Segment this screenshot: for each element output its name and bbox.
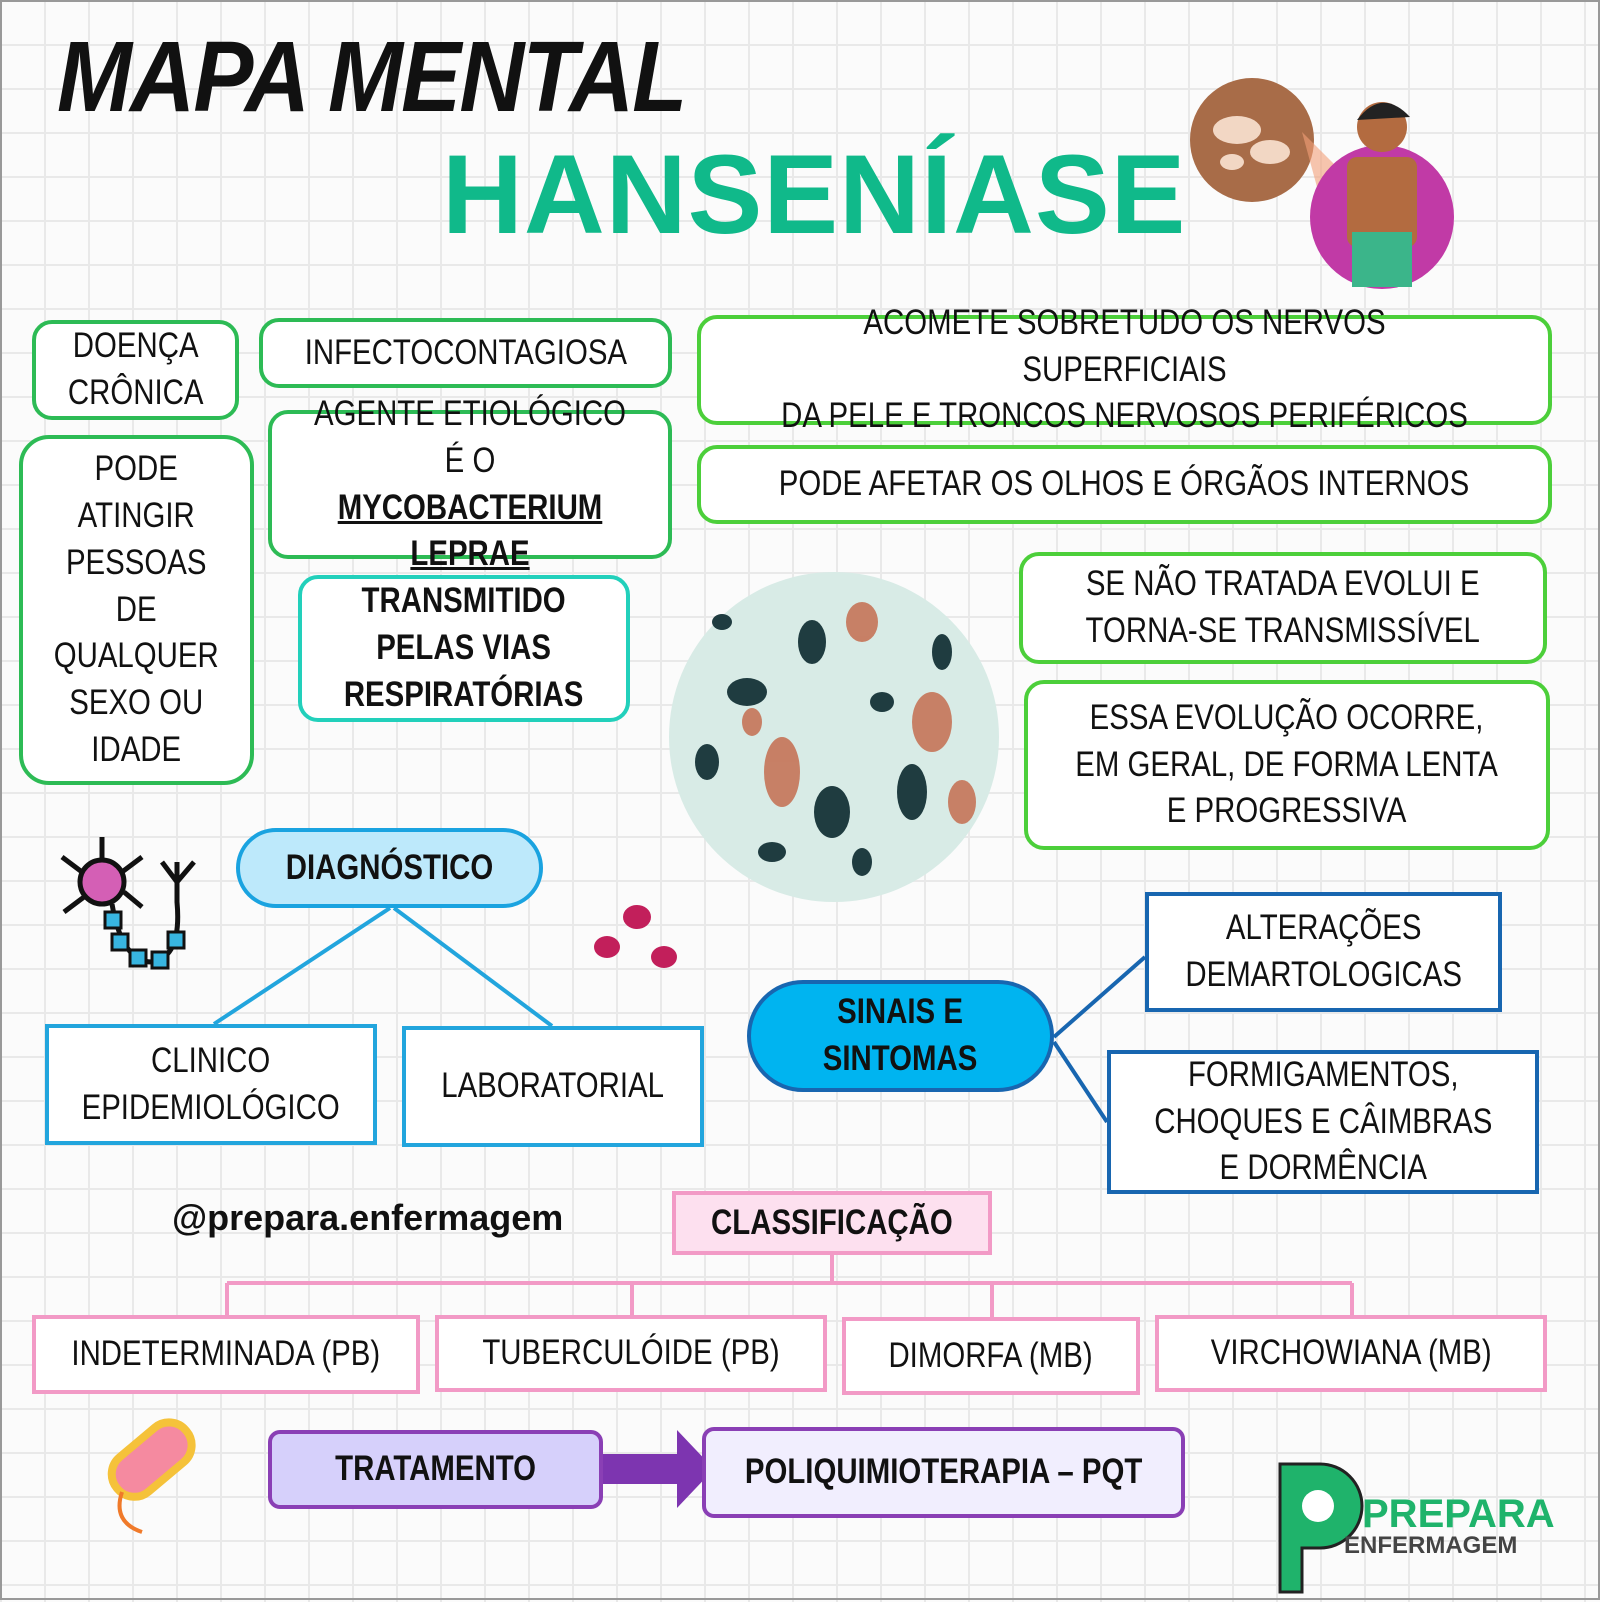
box-olhos-orgaos: PODE AFETAR OS OLHOS E ÓRGÃOS INTERNOS [697, 445, 1552, 524]
box-acomete-nervos: ACOMETE SOBRETUDO OS NERVOS SUPERFICIAIS… [697, 303, 1552, 435]
box-text: FORMIGAMENTOS, CHOQUES E CÂIMBRAS E DORM… [1153, 1054, 1493, 1188]
node-diagnostico: DIAGNÓSTICO [236, 828, 543, 908]
node-tratamento: TRATAMENTO [268, 1430, 603, 1509]
sinais-connectors [1052, 955, 1147, 1124]
node-classificacao: CLASSIFICAÇÃO [672, 1191, 992, 1255]
class-tuberculoide: TUBERCULÓIDE (PB) [435, 1315, 827, 1392]
class-dimorfa: DIMORFA (MB) [842, 1317, 1140, 1395]
node-label: SINAIS E SINTOMAS [823, 992, 978, 1078]
microscope-slide-image [669, 572, 999, 902]
box-text: DIMORFA (MB) [888, 1335, 1094, 1375]
classificacao-connectors [225, 1255, 1354, 1317]
patient-illustration [1310, 102, 1454, 289]
box-evolucao: ESSA EVOLUÇÃO OCORRE, EM GERAL, DE FORMA… [1024, 680, 1550, 850]
box-text: INFECTOCONTAGIOSA [304, 332, 627, 372]
box-text: AGENTE ETIOLÓGICO É O MYCOBACTERIUM LEPRA… [304, 391, 637, 579]
node-sinais-sintomas: SINAIS E SINTOMAS [747, 980, 1054, 1092]
box-infectocontagiosa: INFECTOCONTAGIOSA [259, 318, 672, 388]
agente-prefix: AGENTE ETIOLÓGICO É O [313, 393, 627, 480]
class-indeterminada: INDETERMINADA (PB) [32, 1315, 420, 1394]
box-nao-tratada: SE NÃO TRATADA EVOLUI E TORNA-SE TRANSMI… [1019, 552, 1547, 664]
box-text: PODE ATINGIR PESSOAS DE QUALQUER SEXO OU… [53, 448, 220, 770]
box-text: LABORATORIAL [441, 1066, 665, 1106]
box-text: SE NÃO TRATADA EVOLUI E TORNA-SE TRANSMI… [1085, 564, 1481, 650]
box-text: PODE AFETAR OS OLHOS E ÓRGÃOS INTERNOS [779, 464, 1470, 504]
agente-name: MYCOBACTERIUM [337, 487, 603, 527]
box-text: ALTERAÇÕES DEMARTOLOGICAS [1185, 908, 1462, 994]
title-mapa-mental: MAPA MENTAL [57, 21, 687, 133]
node-label: CLASSIFICAÇÃO [711, 1202, 953, 1242]
box-text: CLINICO EPIDEMIOLÓGICO [81, 1040, 341, 1127]
diagnostico-connectors [212, 906, 554, 1028]
box-agente-etiologico: AGENTE ETIOLÓGICO É O MYCOBACTERIUM LEPRA… [268, 394, 672, 573]
neuron-icon [60, 837, 196, 970]
box-text: ESSA EVOLUÇÃO OCORRE, EM GERAL, DE FORMA… [1075, 697, 1499, 831]
logo-icon [1278, 1462, 1364, 1594]
box-laboratorial: LABORATORIAL [402, 1026, 704, 1147]
logo-line1: PREPARA [1362, 1492, 1555, 1536]
box-transmitido: TRANSMITIDO PELAS VIAS RESPIRATÓRIAS [298, 575, 630, 722]
box-formigamentos: FORMIGAMENTOS, CHOQUES E CÂIMBRAS E DORM… [1107, 1050, 1539, 1194]
agente-name-2: LEPRAE [410, 534, 530, 574]
box-text: INDETERMINADA (PB) [71, 1334, 381, 1374]
box-text: DOENÇA CRÔNICA [67, 326, 204, 412]
box-text: POLIQUIMIOTERAPIA – PQT [744, 1452, 1143, 1492]
box-alteracoes: ALTERAÇÕES DEMARTOLOGICAS [1145, 892, 1502, 1012]
blood-cells-icon [594, 905, 677, 968]
bacterium-icon [107, 1418, 196, 1534]
box-doenca-cronica: DOENÇA CRÔNICA [32, 320, 239, 420]
logo: PREPARA ENFERMAGEM [1344, 1492, 1555, 1558]
class-virchowiana: VIRCHOWIANA (MB) [1155, 1315, 1547, 1392]
box-text: VIRCHOWIANA (MB) [1210, 1333, 1492, 1373]
logo-line2: ENFERMAGEM [1344, 1532, 1518, 1559]
box-text: TRANSMITIDO PELAS VIAS RESPIRATÓRIAS [344, 581, 584, 714]
social-handle: @prepara.enfermagem [172, 1197, 564, 1238]
title-hanseniase: HANSENÍASE [442, 132, 1187, 257]
node-label: TRATAMENTO [335, 1449, 536, 1489]
box-text: TUBERCULÓIDE (PB) [482, 1333, 780, 1373]
box-text: ACOMETE SOBRETUDO OS NERVOS SUPERFICIAIS… [781, 302, 1468, 436]
box-poliquimioterapia: POLIQUIMIOTERAPIA – PQT [702, 1427, 1185, 1518]
box-pode-atingir: PODE ATINGIR PESSOAS DE QUALQUER SEXO OU… [19, 435, 254, 785]
arrow-icon [602, 1430, 714, 1508]
node-label: DIAGNÓSTICO [285, 847, 494, 887]
box-clinico-epidemiologico: CLINICO EPIDEMIOLÓGICO [45, 1024, 377, 1145]
